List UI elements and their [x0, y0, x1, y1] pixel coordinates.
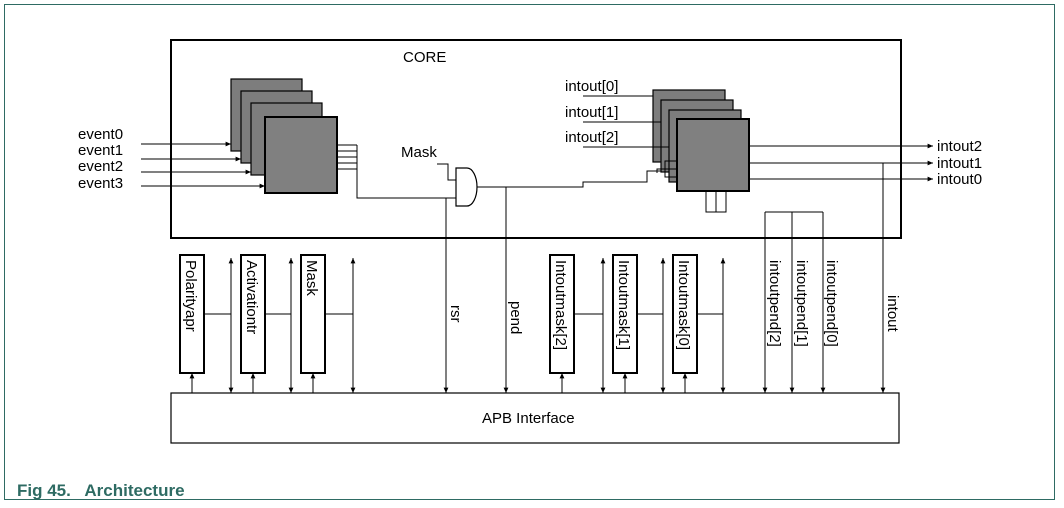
core-label: CORE — [403, 49, 446, 66]
intout2-output-label: intout2 — [937, 138, 982, 155]
intout-block-stack — [652, 89, 750, 192]
event-block-outputs — [337, 144, 453, 199]
event0-label: event0 — [78, 126, 123, 143]
gate-output-wire — [477, 170, 669, 188]
register-label-activation: Activationtr — [243, 260, 260, 334]
signal-label-intoutpend-0: intoutpend[0] — [823, 260, 840, 347]
register-block-intoutmask-2: Intoutmask[2] — [549, 254, 575, 374]
event-block-stack — [230, 78, 338, 194]
intout0-output-label: intout0 — [937, 171, 982, 188]
event2-label: event2 — [78, 158, 123, 175]
register-block-polarity: Polarityapr — [179, 254, 205, 374]
apb-interface-block — [170, 392, 900, 444]
intout-output-arrows — [749, 143, 933, 182]
register-block-intoutmask-1: Intoutmask[1] — [612, 254, 638, 374]
pend-feed-wires — [705, 191, 823, 213]
register-wiring — [189, 163, 886, 393]
figure-caption: Fig 45. Architecture — [17, 481, 185, 500]
register-label-intoutmask-2: Intoutmask[2] — [552, 260, 569, 350]
apb-interface-label: APB Interface — [482, 410, 575, 427]
caption-number: Fig 45. — [17, 481, 71, 500]
signal-label-intoutpend-1: intoutpend[1] — [793, 260, 810, 347]
signal-label-pend: pend — [507, 301, 524, 334]
event-input-arrows — [141, 141, 265, 189]
mask-line — [437, 163, 456, 181]
event3-label: event3 — [78, 175, 123, 192]
register-block-activation: Activationtr — [240, 254, 266, 374]
and-gate — [455, 167, 478, 207]
register-label-polarity: Polarityapr — [182, 260, 199, 332]
signal-label-intoutpend-2: intoutpend[2] — [766, 260, 783, 347]
mask-label: Mask — [401, 144, 437, 161]
register-label-intoutmask-0: Intoutmask[0] — [675, 260, 692, 350]
intout-1-label: intout[1] — [565, 104, 618, 121]
feedback-wires — [656, 160, 677, 178]
event1-label: event1 — [78, 142, 123, 159]
core-block — [170, 39, 902, 239]
architecture-diagram: CORE event0 event1 event2 event3 Mask — [78, 39, 982, 444]
register-label-intoutmask-1: Intoutmask[1] — [615, 260, 632, 350]
intout-label-underlines — [583, 95, 670, 155]
intout-2-label: intout[2] — [565, 129, 618, 146]
caption-title: Architecture — [84, 481, 185, 500]
signal-label-intout: intout — [884, 295, 901, 333]
register-block-mask: Mask — [300, 254, 326, 374]
register-block-intoutmask-0: Intoutmask[0] — [672, 254, 698, 374]
intout1-output-label: intout1 — [937, 155, 982, 172]
intout-0-label: intout[0] — [565, 78, 618, 95]
figure-frame: CORE event0 event1 event2 event3 Mask — [4, 4, 1055, 500]
register-label-mask: Mask — [303, 260, 320, 296]
signal-label-rsr: rsr — [447, 305, 464, 323]
